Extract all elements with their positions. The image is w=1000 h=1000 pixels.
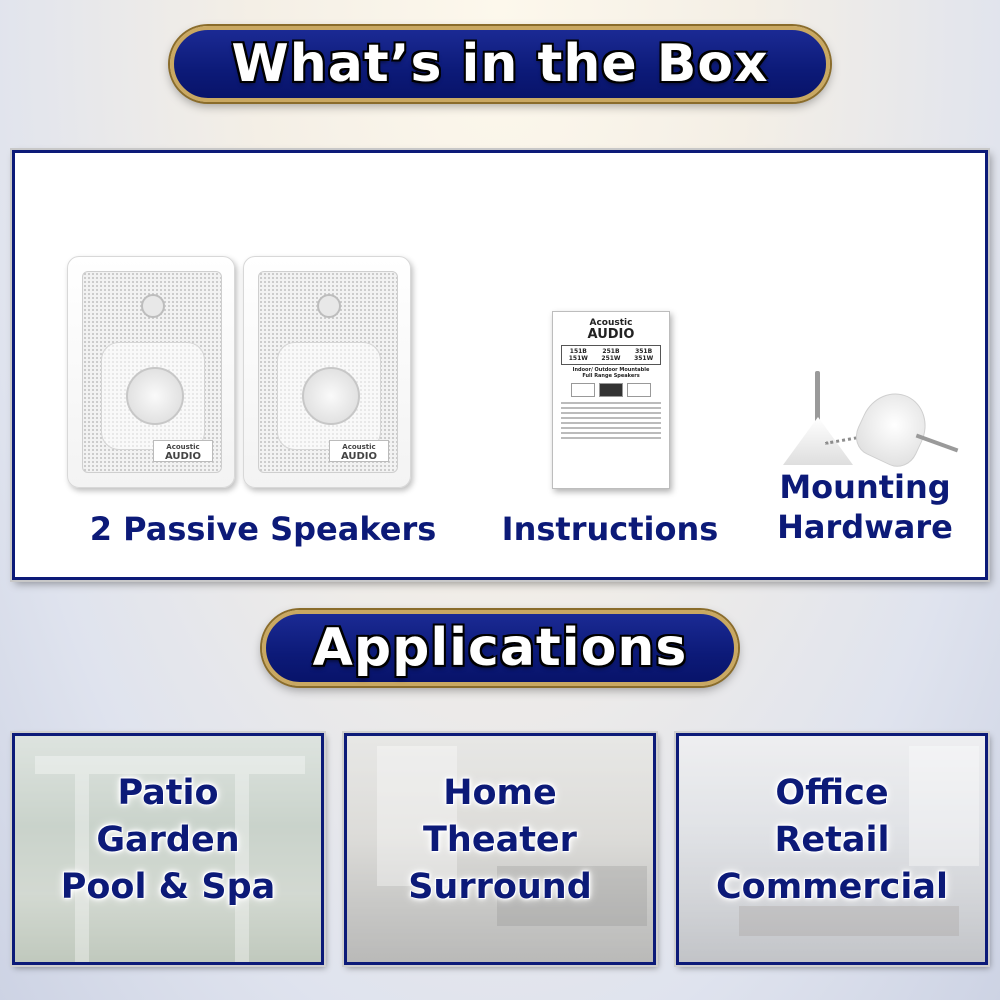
whats-in-the-box-title: What’s in the Box: [231, 34, 769, 94]
application-text: Home Theater Surround: [408, 773, 592, 907]
sheet-text-lines: [561, 402, 661, 439]
speaker-image-left: Acoustic AUDIO: [67, 256, 235, 488]
application-panel-home: Home Theater Surround: [344, 733, 656, 965]
speaker-grille: Acoustic AUDIO: [82, 271, 222, 473]
caption-speakers: 2 Passive Speakers: [89, 510, 437, 548]
speaker-image-right: Acoustic AUDIO: [243, 256, 411, 488]
applications-banner: Applications: [262, 610, 738, 686]
tweeter: [141, 294, 165, 318]
tweeter: [317, 294, 341, 318]
sheet-product-icons: [553, 383, 669, 397]
whats-in-the-box-banner: What’s in the Box: [170, 26, 830, 102]
speaker-grille: Acoustic AUDIO: [258, 271, 398, 473]
applications-title: Applications: [312, 618, 688, 678]
woofer: [302, 367, 360, 425]
application-text: Patio Garden Pool & Spa: [60, 773, 276, 907]
speaker-logo: Acoustic AUDIO: [153, 440, 213, 462]
speaker-logo: Acoustic AUDIO: [329, 440, 389, 462]
woofer-frame: [101, 342, 205, 450]
caption-instructions: Instructions: [501, 510, 719, 548]
box-contents-panel: Acoustic AUDIO Acoustic AUDIO Acoustic A…: [12, 150, 988, 580]
sheet-brand-sub: AUDIO: [587, 327, 635, 342]
application-panel-office: Office Retail Commercial: [676, 733, 988, 965]
instruction-sheet-image: Acoustic AUDIO 151B 251B 351B 151W 251W …: [552, 311, 670, 489]
woofer-frame: [277, 342, 381, 450]
application-text: Office Retail Commercial: [715, 773, 949, 907]
mounting-hardware-image: [775, 371, 965, 481]
application-panel-outdoor: Patio Garden Pool & Spa: [12, 733, 324, 965]
caption-mounting-hardware: Mounting Hardware: [777, 468, 953, 546]
sheet-brand: Acoustic: [589, 318, 633, 328]
sheet-subtitle: Indoor/ Outdoor Mountable Full Range Spe…: [572, 367, 650, 379]
sheet-model-table: 151B 251B 351B 151W 251W 351W: [561, 345, 661, 365]
woofer: [126, 367, 184, 425]
